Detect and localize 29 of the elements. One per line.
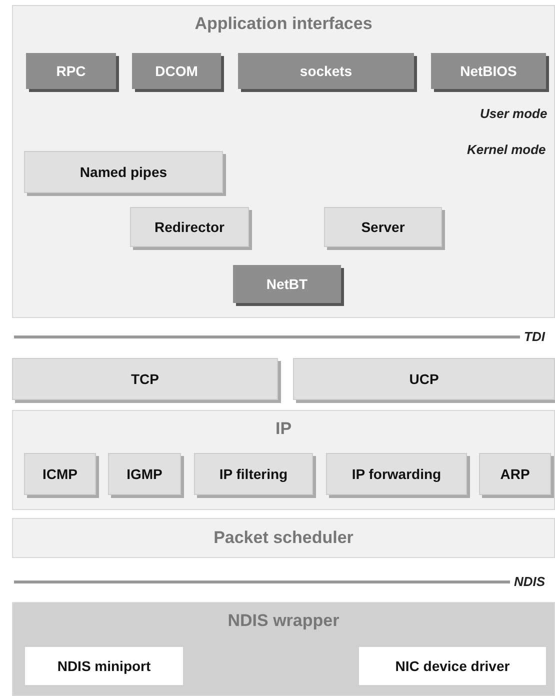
- layer-title: Packet scheduler: [212, 528, 354, 548]
- component-box: Named pipes: [24, 151, 223, 193]
- interface-box: DCOM: [132, 53, 221, 89]
- mode-label: Kernel mode: [466, 142, 547, 157]
- component-box: IP forwarding: [326, 453, 467, 495]
- component-box: ARP: [479, 453, 551, 495]
- driver-box: NIC device driver: [359, 647, 546, 685]
- layer-panel: [12, 410, 555, 510]
- component-box: IGMP: [108, 453, 181, 495]
- mode-label: User mode: [479, 106, 548, 121]
- component-box: TCP: [12, 358, 278, 400]
- component-box: IP filtering: [194, 453, 313, 495]
- layer-panel: [12, 602, 555, 696]
- interface-box: sockets: [238, 53, 414, 89]
- component-box: ICMP: [24, 453, 96, 495]
- interface-label: TDI: [522, 329, 547, 344]
- component-box: Redirector: [130, 207, 249, 247]
- interface-box: RPC: [26, 53, 116, 89]
- layer-title: IP: [274, 419, 293, 439]
- driver-box: NDIS miniport: [25, 647, 183, 685]
- layer-title: NDIS wrapper: [226, 611, 340, 631]
- component-box: UCP: [293, 358, 555, 400]
- scheduler-band: [12, 518, 555, 558]
- interface-label: NDIS: [512, 574, 548, 589]
- component-box: Server: [324, 207, 442, 247]
- layer-title: Application interfaces: [194, 14, 374, 34]
- layer-panel: [12, 5, 555, 318]
- interface-box: NetBT: [233, 265, 341, 303]
- interface-box: NetBIOS: [431, 53, 546, 89]
